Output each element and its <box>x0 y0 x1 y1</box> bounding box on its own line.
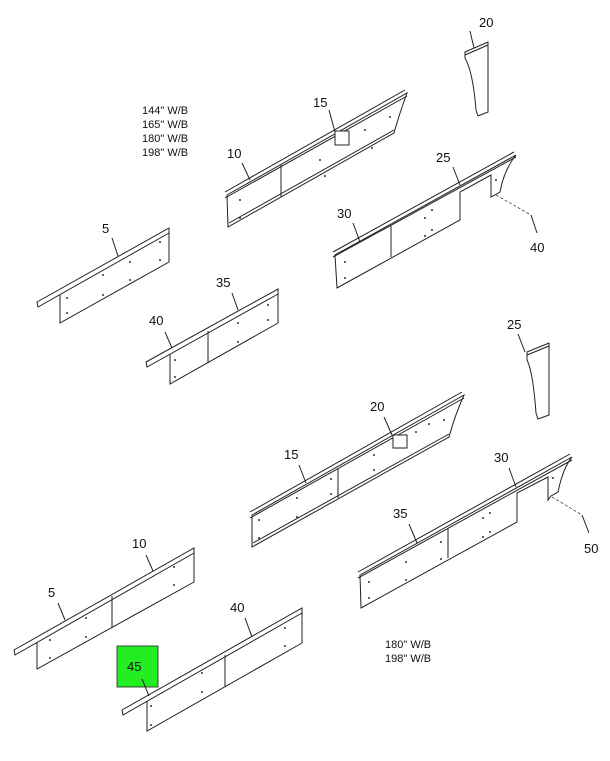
dashed-leader <box>495 194 532 216</box>
rail-5-10[interactable] <box>13 547 195 670</box>
leader-line <box>298 464 307 484</box>
rail-15-20[interactable] <box>249 391 466 548</box>
wheelbase-notes-top: 144" W/B 165" W/B 180" W/B 198" W/B <box>142 105 188 159</box>
callout-5-bottom[interactable]: 5 <box>48 585 55 600</box>
leader-line <box>141 678 150 697</box>
svg-text:165" W/B: 165" W/B <box>142 119 188 131</box>
callout-20[interactable]: 20 <box>479 15 493 30</box>
rail-10-15[interactable] <box>224 89 408 228</box>
bracket-25[interactable] <box>526 342 550 420</box>
svg-text:180" W/B: 180" W/B <box>142 133 188 145</box>
callout-25[interactable]: 25 <box>436 150 450 165</box>
leader-line <box>244 617 253 638</box>
leader-line <box>328 109 336 133</box>
leader-line <box>469 30 475 49</box>
leader-line <box>111 237 119 257</box>
callout-40-bottom[interactable]: 40 <box>230 600 244 615</box>
callout-10-bottom[interactable]: 10 <box>132 536 146 551</box>
leader-line <box>452 166 461 186</box>
svg-text:144" W/B: 144" W/B <box>142 105 188 117</box>
leader-line <box>241 162 251 181</box>
wheelbase-notes-bottom: 180" W/B 198" W/B <box>385 639 431 665</box>
leader-line <box>517 333 526 353</box>
callout-40[interactable]: 40 <box>530 240 544 255</box>
rail-30-35[interactable] <box>357 453 573 609</box>
svg-text:198" W/B: 198" W/B <box>142 147 188 159</box>
rail-5[interactable] <box>36 227 170 324</box>
dashed-leader <box>551 496 583 516</box>
rail-35-40[interactable] <box>145 288 279 385</box>
rail-40-45[interactable] <box>121 607 303 732</box>
bracket-20[interactable] <box>464 41 489 117</box>
callout-30[interactable]: 30 <box>337 206 351 221</box>
leader-line <box>408 523 418 544</box>
svg-text:198" W/B: 198" W/B <box>385 653 431 665</box>
callout-15-bottom[interactable]: 15 <box>284 447 298 462</box>
svg-text:180" W/B: 180" W/B <box>385 639 431 651</box>
leader-line <box>383 416 393 436</box>
leader-line <box>508 467 517 488</box>
callout-35[interactable]: 35 <box>216 275 230 290</box>
leader-line <box>530 214 538 234</box>
leader-line <box>231 292 239 311</box>
leader-line <box>581 514 590 534</box>
callout-50[interactable]: 50 <box>584 541 598 556</box>
leader-line <box>352 222 361 243</box>
leader-line <box>57 602 66 621</box>
callout-40-lower[interactable]: 40 <box>149 313 163 328</box>
callout-25-bottom[interactable]: 25 <box>507 317 521 332</box>
leader-line <box>164 331 173 349</box>
callout-30-bottom[interactable]: 30 <box>494 450 508 465</box>
callout-10[interactable]: 10 <box>227 146 241 161</box>
rail-25-30[interactable] <box>332 151 517 289</box>
callout-15[interactable]: 15 <box>313 95 327 110</box>
leader-line <box>145 554 154 572</box>
highlight-box[interactable] <box>116 645 159 688</box>
callout-35-bottom[interactable]: 35 <box>393 506 407 521</box>
callout-20-bottom[interactable]: 20 <box>370 399 384 414</box>
callout-45-highlighted[interactable]: 45 <box>127 659 141 674</box>
callout-5[interactable]: 5 <box>102 221 109 236</box>
